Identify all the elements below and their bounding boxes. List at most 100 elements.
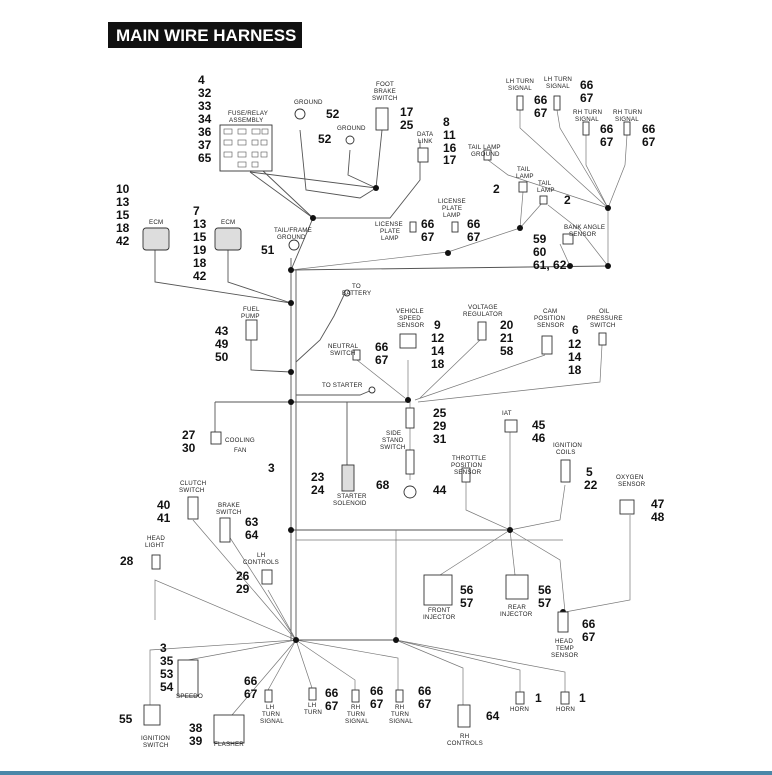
svg-text:14: 14 <box>431 344 445 358</box>
svg-text:5: 5 <box>586 465 593 479</box>
svg-text:20: 20 <box>500 318 514 332</box>
svg-text:INJECTOR: INJECTOR <box>500 611 533 618</box>
svg-text:CAM: CAM <box>543 308 557 315</box>
svg-text:SPEEDO: SPEEDO <box>176 693 203 700</box>
svg-text:67: 67 <box>325 699 339 713</box>
svg-text:66: 66 <box>580 78 594 92</box>
svg-text:15: 15 <box>116 208 130 222</box>
svg-text:TAIL: TAIL <box>517 166 531 173</box>
svg-text:INJECTOR: INJECTOR <box>423 614 456 621</box>
svg-text:41: 41 <box>157 511 171 525</box>
svg-text:44: 44 <box>433 483 447 497</box>
component-throttle-position-sensor: THROTTLE POSITION SENSOR 44 <box>433 455 486 497</box>
svg-text:63: 63 <box>245 515 259 529</box>
svg-text:31: 31 <box>433 432 447 446</box>
component-license-plate-lamp-1: LICENSE PLATE LAMP 66 67 <box>375 217 435 244</box>
svg-text:67: 67 <box>642 135 656 149</box>
svg-text:64: 64 <box>486 709 500 723</box>
svg-text:TEMP: TEMP <box>556 645 574 652</box>
component-rh-turn-signal-bottom-1: RH TURN SIGNAL 66 67 <box>345 684 384 725</box>
svg-text:TURN: TURN <box>304 709 322 716</box>
svg-text:SPEED: SPEED <box>399 315 421 322</box>
svg-text:66: 66 <box>600 122 614 136</box>
svg-text:32: 32 <box>198 86 212 100</box>
component-to-battery: TO BATTERY <box>342 283 371 297</box>
svg-text:FLASHER: FLASHER <box>214 741 244 748</box>
svg-text:SOLENOID: SOLENOID <box>333 500 367 507</box>
svg-text:PUMP: PUMP <box>241 313 260 320</box>
svg-text:42: 42 <box>116 234 130 248</box>
svg-text:IGNITION: IGNITION <box>141 735 170 742</box>
svg-text:SWITCH: SWITCH <box>143 742 169 749</box>
svg-text:RH TURN: RH TURN <box>613 109 642 116</box>
svg-text:GROUND: GROUND <box>471 151 500 158</box>
svg-text:LH: LH <box>308 702 316 709</box>
svg-text:REGULATOR: REGULATOR <box>463 311 503 318</box>
svg-text:36: 36 <box>198 125 212 139</box>
svg-text:67: 67 <box>467 230 481 244</box>
component-head-light: HEAD LIGHT 28 <box>120 535 165 568</box>
svg-text:50: 50 <box>215 350 229 364</box>
svg-text:LIGHT: LIGHT <box>145 542 164 549</box>
title-banner: MAIN WIRE HARNESS <box>108 22 302 48</box>
svg-text:67: 67 <box>534 106 548 120</box>
svg-text:PLATE: PLATE <box>442 205 462 212</box>
svg-text:LH: LH <box>257 552 265 559</box>
svg-text:PRESSURE: PRESSURE <box>587 315 623 322</box>
component-neutral-switch: NEUTRAL SWITCH 66 67 <box>328 340 389 367</box>
svg-text:ECM: ECM <box>149 219 163 226</box>
component-tail-lamp-2: TAIL LAMP 2 <box>537 180 571 207</box>
svg-text:TURN: TURN <box>262 711 280 718</box>
svg-text:7: 7 <box>193 204 200 218</box>
svg-text:NEUTRAL: NEUTRAL <box>328 343 359 350</box>
svg-text:SWITCH: SWITCH <box>372 95 398 102</box>
component-cam-position-sensor: CAM POSITION SENSOR 6 12 14 18 <box>534 308 582 377</box>
svg-text:37: 37 <box>198 138 212 152</box>
component-ecm-left: ECM 10 13 15 18 42 <box>116 182 163 248</box>
svg-text:RH: RH <box>395 704 404 711</box>
component-rh-turn-signal-top: RH TURN SIGNAL 66 67 <box>573 109 614 149</box>
component-ground-top: GROUND 52 <box>294 99 340 121</box>
svg-text:COILS: COILS <box>556 449 576 456</box>
svg-text:TAIL: TAIL <box>538 180 552 187</box>
component-tail-lamp-ground: TAIL LAMP GROUND 2 <box>468 144 501 196</box>
svg-text:18: 18 <box>116 221 130 235</box>
svg-text:57: 57 <box>538 596 552 610</box>
svg-text:SIGNAL: SIGNAL <box>389 718 413 725</box>
svg-text:66: 66 <box>244 674 258 688</box>
svg-text:25: 25 <box>433 406 447 420</box>
svg-text:33: 33 <box>198 99 212 113</box>
svg-text:IAT: IAT <box>502 410 512 417</box>
svg-text:35: 35 <box>160 654 174 668</box>
component-stand-connector: 68 <box>376 478 390 492</box>
svg-text:66: 66 <box>467 217 481 231</box>
svg-text:3: 3 <box>160 641 167 655</box>
svg-text:47: 47 <box>651 497 665 511</box>
component-lh-turn-signal-top: LH TURN SIGNAL 66 67 <box>506 78 548 120</box>
bottom-rule <box>0 771 772 775</box>
svg-text:POSITION: POSITION <box>451 462 482 469</box>
svg-text:SENSOR: SENSOR <box>569 231 597 238</box>
svg-text:GROUND: GROUND <box>337 125 366 132</box>
svg-text:CONTROLS: CONTROLS <box>447 740 483 747</box>
svg-text:68: 68 <box>376 478 390 492</box>
svg-text:STARTER: STARTER <box>337 493 367 500</box>
svg-text:11: 11 <box>443 128 456 142</box>
component-bank-angle-sensor: BANK ANGLE SENSOR 59 60 61, 62 <box>533 224 605 272</box>
svg-text:67: 67 <box>375 353 389 367</box>
svg-text:29: 29 <box>433 419 447 433</box>
svg-text:SIGNAL: SIGNAL <box>260 718 284 725</box>
component-vehicle-speed-sensor: VEHICLE SPEED SENSOR 9 12 14 18 <box>396 308 445 371</box>
svg-text:SWITCH: SWITCH <box>590 322 616 329</box>
svg-text:VEHICLE: VEHICLE <box>396 308 424 315</box>
svg-text:22: 22 <box>584 478 598 492</box>
component-license-plate-lamp-2: LICENSE PLATE LAMP 66 67 <box>438 198 481 244</box>
svg-text:18: 18 <box>568 363 582 377</box>
svg-text:67: 67 <box>582 630 596 644</box>
svg-text:8: 8 <box>443 115 450 129</box>
wiring <box>149 109 631 716</box>
svg-text:LINK: LINK <box>418 138 433 145</box>
svg-text:LAMP: LAMP <box>381 235 399 242</box>
svg-text:12: 12 <box>568 337 582 351</box>
svg-text:53: 53 <box>160 667 174 681</box>
